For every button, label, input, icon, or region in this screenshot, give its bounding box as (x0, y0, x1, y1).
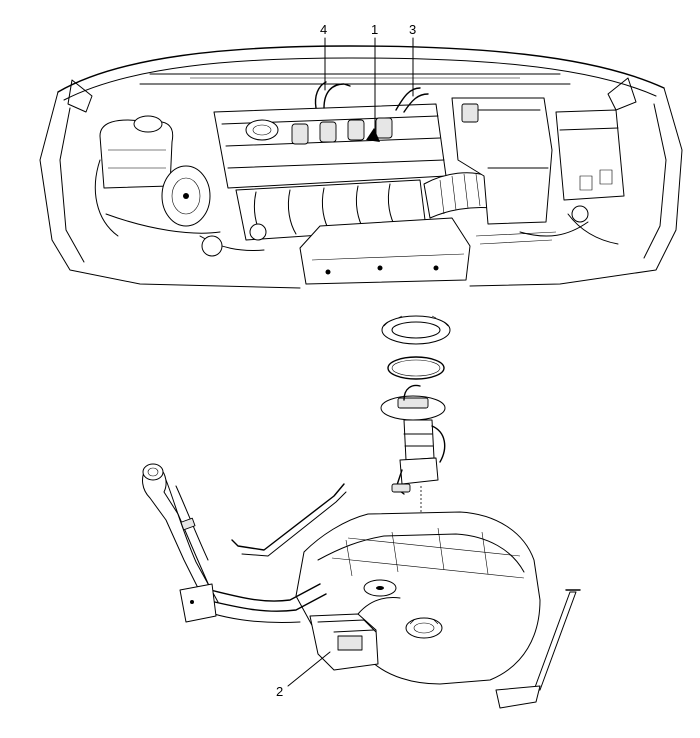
callout-label-3: 3 (409, 22, 416, 37)
callout-label-4: 4 (320, 22, 327, 37)
callout-label-2: 2 (276, 684, 283, 699)
callout-leaders-engine (324, 37, 414, 137)
callout-leader-2 (287, 651, 331, 687)
fuel-tank-illustration (142, 463, 581, 709)
engine-bay-illustration (39, 45, 683, 289)
callout-label-1: 1 (371, 22, 378, 37)
